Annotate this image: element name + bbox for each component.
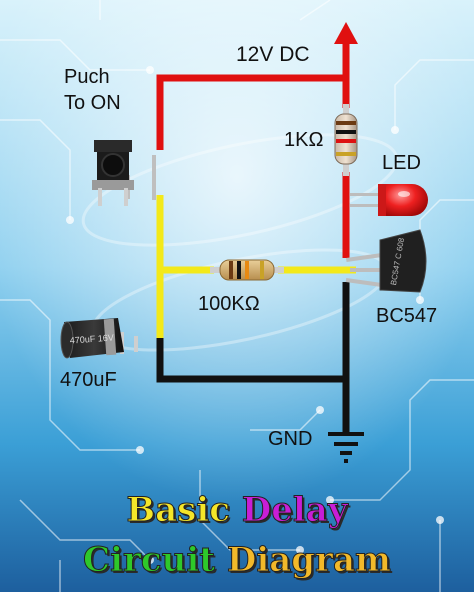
resistor-100k: [210, 259, 284, 281]
title-word-delay: Delay: [241, 490, 348, 531]
transistor-bc547: BC547 C 608: [345, 229, 427, 293]
ground-label: GND: [268, 428, 313, 450]
title-word-circuit: Circuit: [83, 540, 216, 581]
ground-wire: [156, 282, 350, 432]
ground-symbol: [328, 432, 364, 463]
title-space-2: [215, 540, 227, 580]
title-line-2: Circuit Diagram: [0, 540, 474, 581]
supply-label: 12V DC: [236, 43, 310, 66]
led: [350, 184, 428, 216]
resistor-1k: [334, 104, 358, 176]
push-button: [92, 140, 156, 206]
capacitor-label: 470uF: [60, 369, 117, 391]
capacitor-marking: 470uF 16V: [69, 332, 114, 345]
background-nodes: [66, 66, 444, 564]
resistor-100k-label: 100KΩ: [198, 293, 260, 315]
switch-label: Puch To ON: [64, 66, 121, 114]
title-space-1: [230, 490, 242, 530]
supply-arrow: [334, 22, 358, 44]
positive-wire: [156, 40, 350, 258]
title-line-1: Basic Delay: [0, 490, 474, 531]
led-label: LED: [382, 152, 421, 174]
signal-wire: [156, 195, 356, 338]
title-word-basic: Basic: [126, 490, 231, 531]
capacitor-470uf: 470uF 16V: [60, 318, 138, 359]
resistor-1k-label: 1KΩ: [284, 129, 324, 151]
title-word-diagram: Diagram: [226, 540, 391, 581]
transistor-label: BC547: [376, 305, 438, 327]
